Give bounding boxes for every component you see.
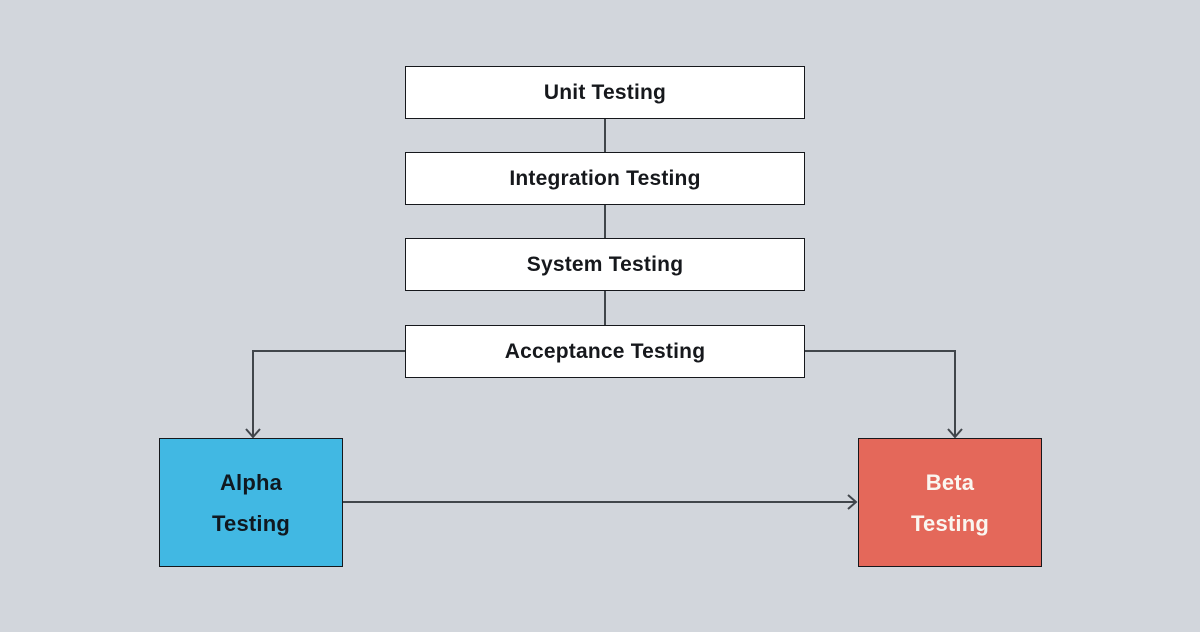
node-system-testing: System Testing: [405, 238, 805, 291]
node-acceptance-testing: Acceptance Testing: [405, 325, 805, 378]
node-unit-testing: Unit Testing: [405, 66, 805, 119]
arrowhead-alpha: [245, 428, 261, 439]
node-acceptance-testing-label: Acceptance Testing: [504, 339, 706, 363]
node-integration-testing: Integration Testing: [405, 152, 805, 205]
node-alpha-testing: Alpha Testing: [159, 438, 343, 567]
node-integration-testing-label: Integration Testing: [509, 166, 701, 190]
node-unit-testing-label: Unit Testing: [543, 80, 667, 104]
arrowhead-beta-left: [847, 494, 858, 510]
node-beta-testing: Beta Testing: [858, 438, 1042, 567]
node-alpha-testing-label-line2: Testing: [212, 510, 290, 536]
edge-acceptance-to-beta: [805, 350, 956, 436]
edge-acceptance-to-alpha: [252, 350, 405, 436]
node-system-testing-label: System Testing: [526, 252, 684, 276]
arrowhead-beta-top: [947, 428, 963, 439]
node-beta-testing-label-line1: Beta: [925, 469, 975, 495]
node-alpha-testing-label-line1: Alpha: [219, 469, 283, 495]
node-beta-testing-label-line2: Testing: [911, 510, 989, 536]
